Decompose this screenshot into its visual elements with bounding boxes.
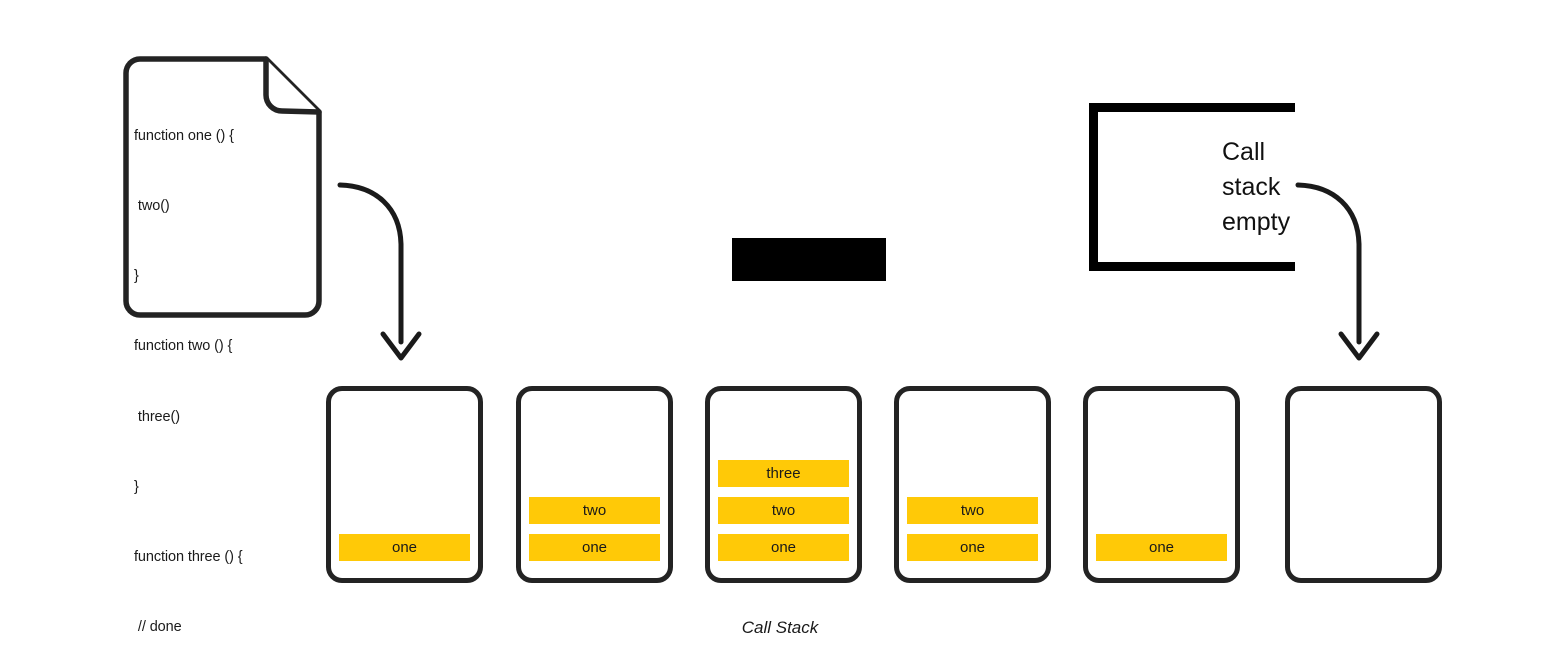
- stack-frame-list: one two: [529, 497, 660, 561]
- call-stack-empty-frame: [1089, 103, 1295, 271]
- stack-frame: one: [907, 534, 1038, 561]
- stack-frame: three: [718, 460, 849, 487]
- code-document: function one () { two() } function two (…: [120, 53, 325, 635]
- code-line: two(): [134, 198, 170, 215]
- call-stack-empty-label: Call stack empty: [1222, 138, 1291, 236]
- code-line: function two () {: [134, 338, 233, 355]
- stack-frame-list: one: [1096, 534, 1227, 561]
- stack-state-box: one two: [894, 386, 1051, 583]
- stack-frame: one: [339, 534, 470, 561]
- stack-frame-list: one: [339, 534, 470, 561]
- flow-arrow-right: [1295, 182, 1380, 361]
- stack-frame-list: one two three: [718, 460, 849, 561]
- stack-state-box: one: [1083, 386, 1240, 583]
- code-line: // done: [134, 619, 182, 636]
- stack-frame: one: [718, 534, 849, 561]
- diagram-caption: Call Stack: [741, 618, 819, 637]
- code-line: }: [134, 478, 139, 495]
- stack-frame: two: [529, 497, 660, 524]
- stack-state-box: one two three: [705, 386, 862, 583]
- stack-frame: two: [907, 497, 1038, 524]
- stack-state-box: [1285, 386, 1442, 583]
- stack-state-box: one two: [516, 386, 673, 583]
- redacted-block: [732, 238, 886, 281]
- stack-state-box: one: [326, 386, 483, 583]
- code-line: function three () {: [134, 549, 243, 566]
- document-page-shape: [123, 56, 322, 318]
- flow-arrow-left: [337, 182, 422, 361]
- code-text: function one () { two() } function two (…: [134, 78, 319, 645]
- stack-frame: two: [718, 497, 849, 524]
- stack-frame: one: [529, 534, 660, 561]
- code-line: }: [134, 268, 139, 285]
- code-line: function one () {: [134, 127, 234, 144]
- code-line: three(): [134, 408, 180, 425]
- stack-frame: one: [1096, 534, 1227, 561]
- stack-frame-list: one two: [907, 497, 1038, 561]
